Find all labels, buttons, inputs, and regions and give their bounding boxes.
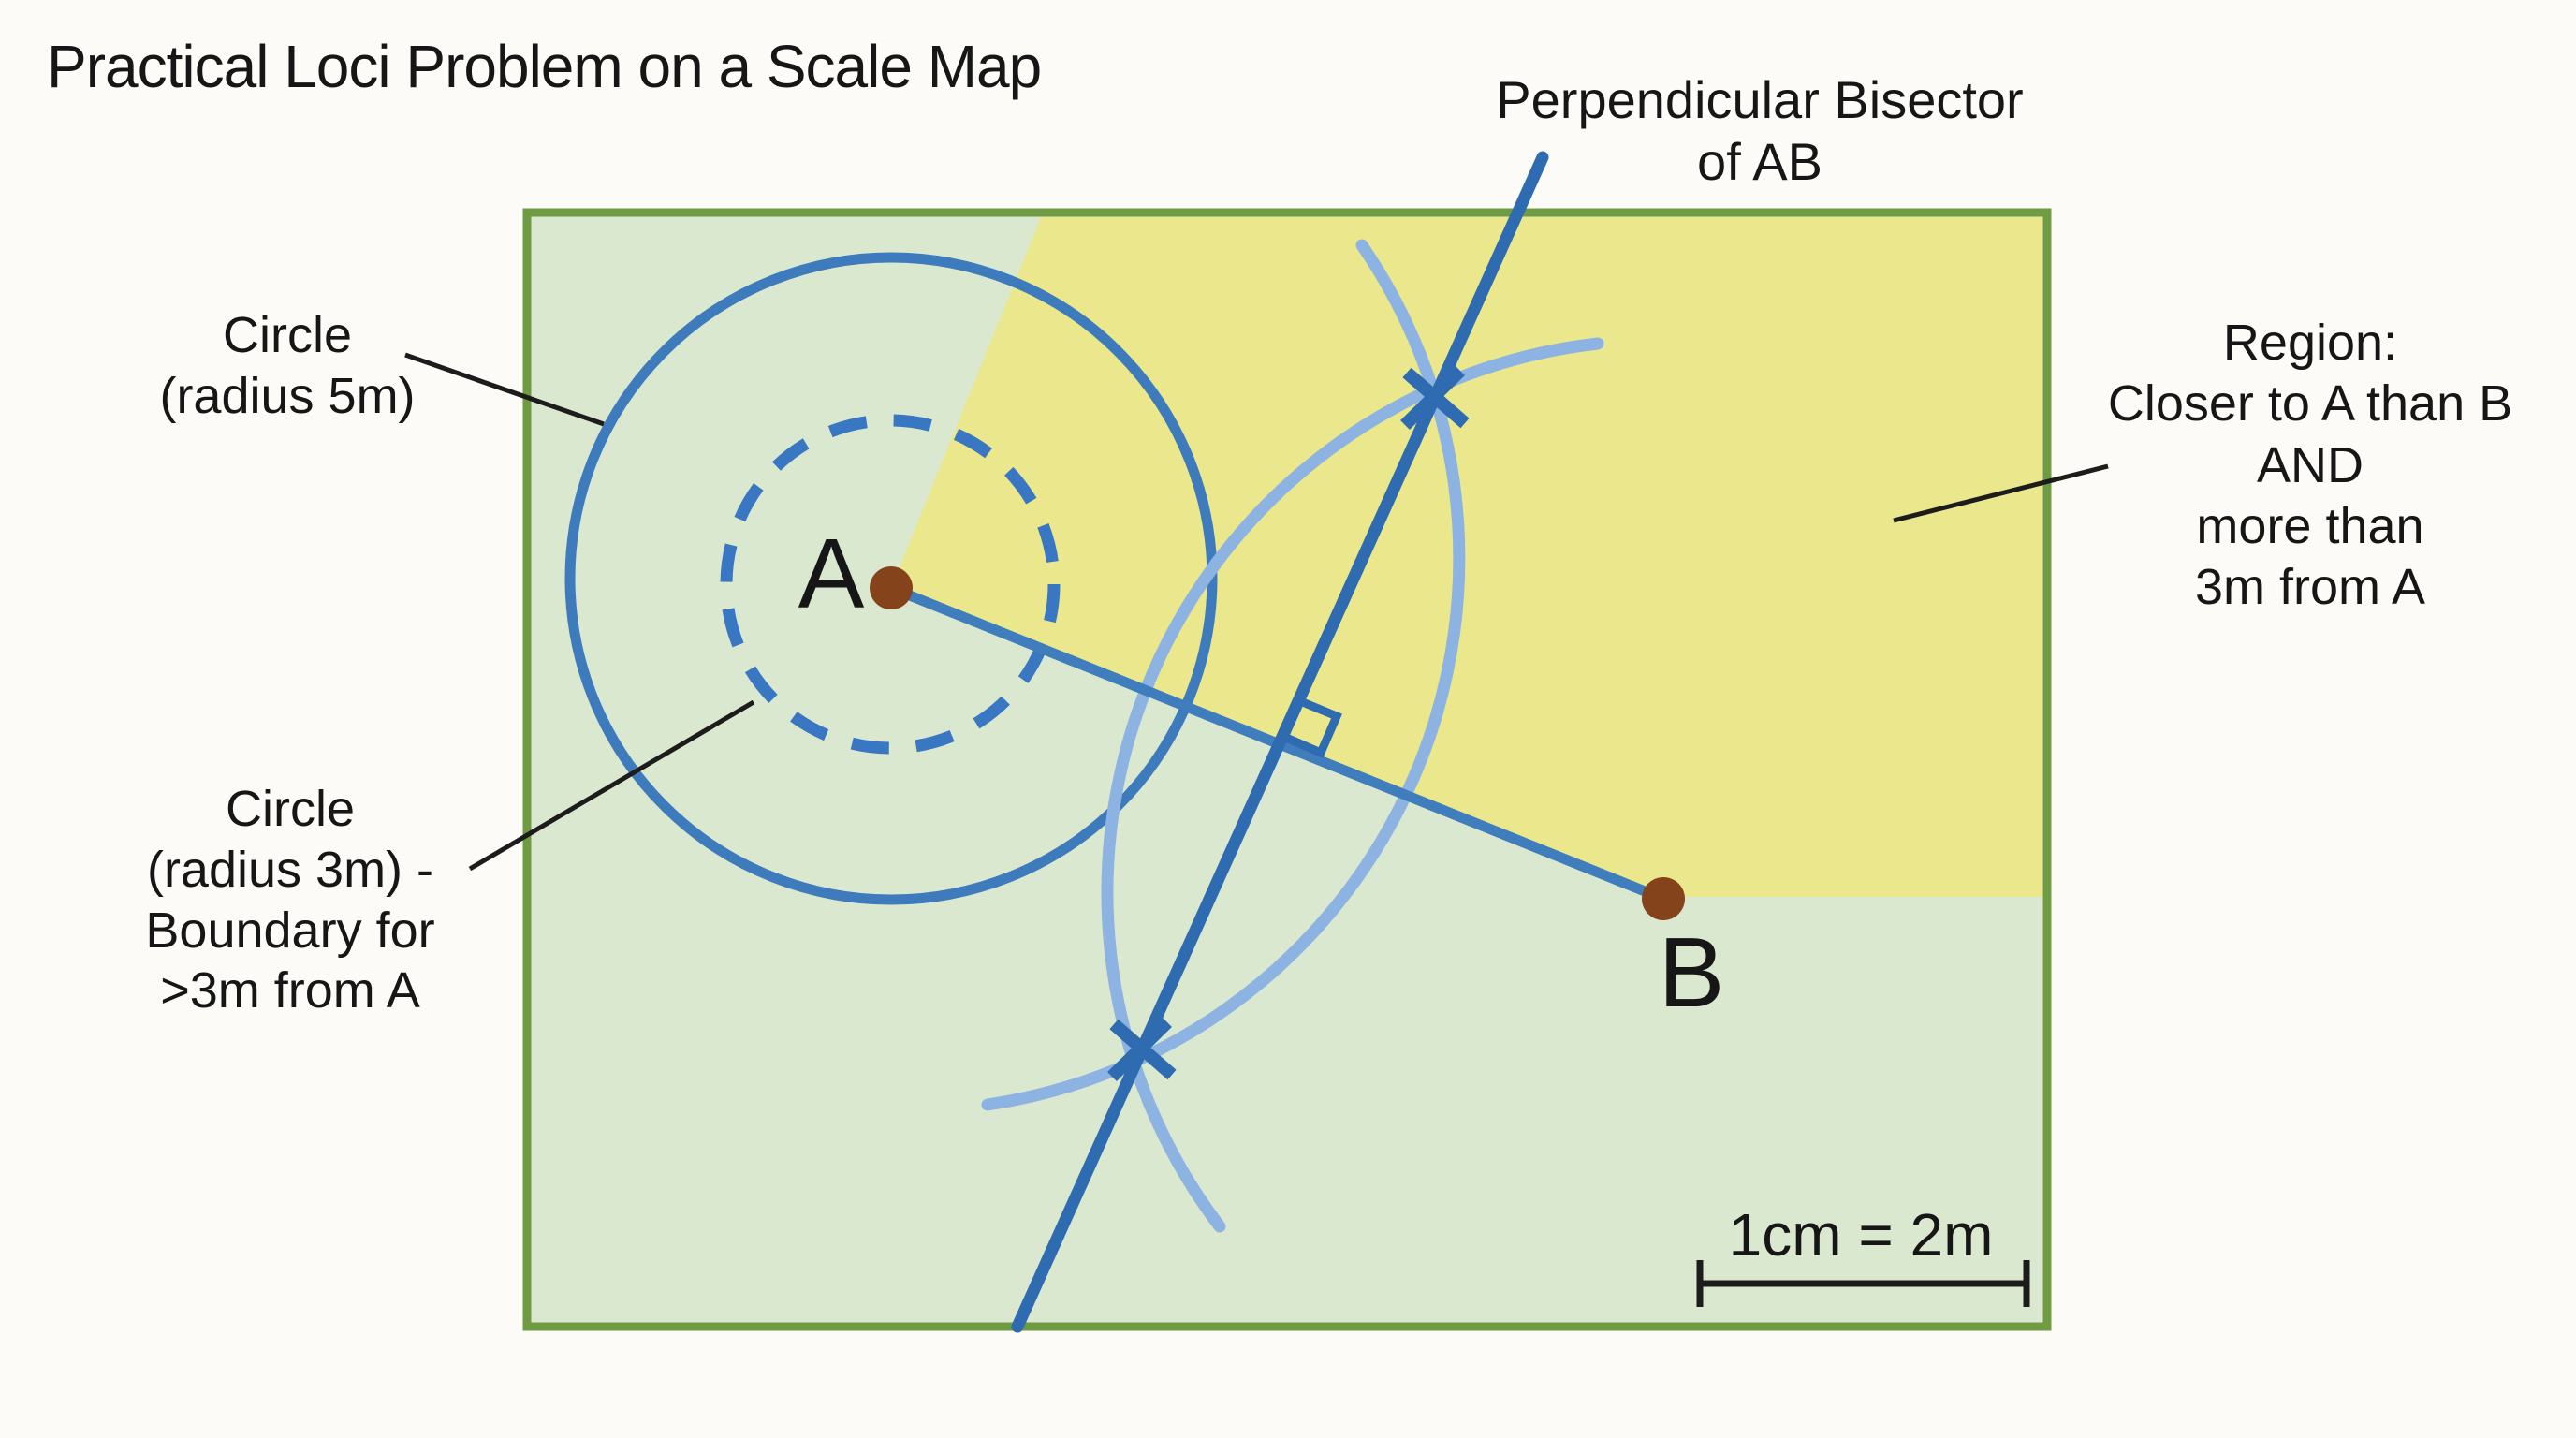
region-label-line1: Region:	[2222, 315, 2398, 371]
circle-5m-label: Circle (radius 5m)	[159, 305, 415, 427]
point-b-label: B	[1658, 917, 1725, 1028]
region-label: Region: Closer to A than B AND more than…	[2108, 313, 2512, 619]
region-label-line3: AND	[2256, 436, 2364, 493]
answer-region-shading	[891, 217, 2042, 897]
circle-3m-label-line3: Boundary for	[145, 902, 435, 959]
circle-3m-label-line1: Circle	[225, 781, 355, 837]
circle-3m-dashed	[720, 414, 1061, 755]
circle-3m-label-line2: (radius 3m) -	[146, 841, 434, 898]
region-label-line5: 3m from A	[2194, 559, 2426, 616]
circle-3m-label-line4: >3m from A	[160, 962, 420, 1020]
page-title: Practical Loci Problem on a Scale Map	[47, 33, 1042, 100]
leader-circle-5m	[404, 352, 605, 427]
perpendicular-bisector-label-line2: of AB	[1697, 131, 1822, 191]
scale-bar	[1696, 1260, 2030, 1307]
circle-5m-label-line2: (radius 5m)	[159, 367, 416, 424]
circle-5m-label-line1: Circle	[222, 307, 352, 363]
region-label-line2: Closer to A than B	[2107, 375, 2513, 433]
point-a-dot	[870, 566, 913, 609]
circle-3m-label: Circle (radius 3m) - Boundary for >3m fr…	[145, 779, 434, 1021]
leader-circle-3m	[468, 699, 755, 872]
arc-intersection-bottom-x	[1107, 1018, 1177, 1081]
scale-label: 1cm = 2m	[1728, 1201, 1994, 1269]
point-b-dot	[1642, 877, 1685, 920]
perpendicular-bisector-label-line1: Perpendicular Bisector	[1496, 70, 2024, 129]
perpendicular-bisector-label: Perpendicular Bisector of AB	[1496, 69, 2023, 192]
region-label-line4: more than	[2196, 497, 2424, 554]
map-border	[522, 208, 2052, 1331]
arc-intersection-top-x	[1400, 366, 1470, 430]
right-angle-marker	[1279, 696, 1342, 758]
point-a-label: A	[798, 519, 865, 629]
leader-region	[1893, 463, 2109, 523]
perpendicular-bisector-line	[1011, 151, 1549, 1333]
